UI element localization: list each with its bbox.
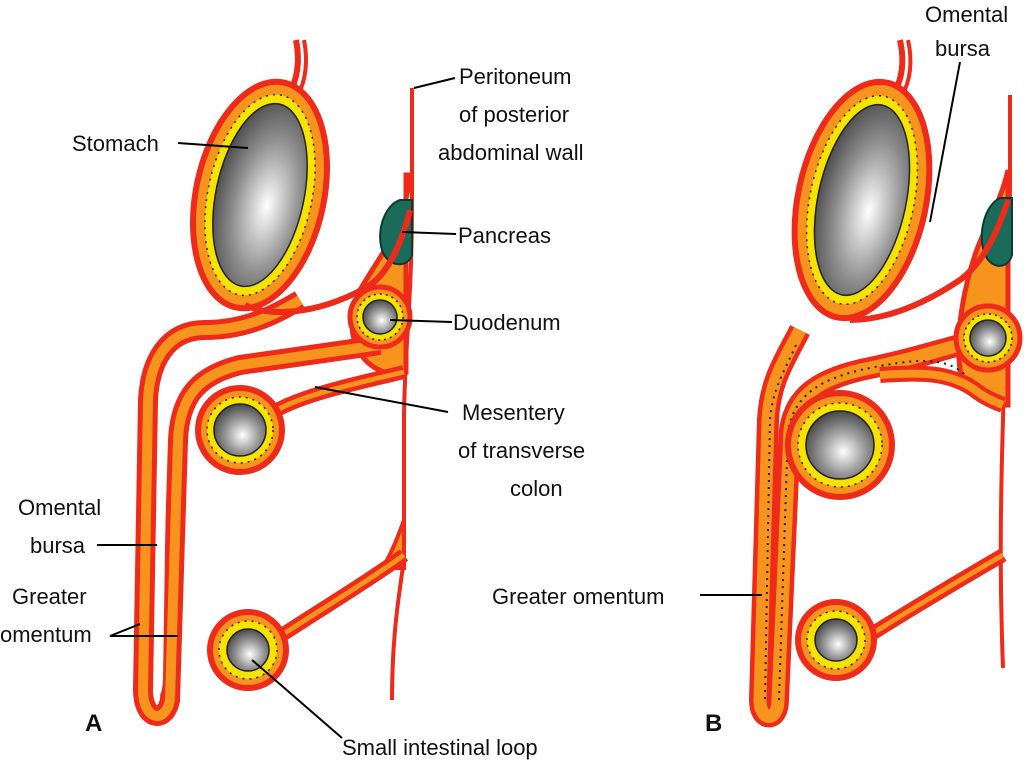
transverse-colon-b bbox=[785, 390, 895, 500]
greater-omentum-b-dots bbox=[764, 344, 966, 701]
posterior-wall-peritoneum bbox=[390, 88, 414, 701]
leader-mesentery bbox=[314, 386, 449, 413]
label-mesentery-3: colon bbox=[510, 476, 563, 501]
label-omental-b-1: Omental bbox=[925, 2, 1008, 27]
leader-pancreas bbox=[401, 231, 457, 235]
small-intestine-loop-b bbox=[795, 599, 877, 681]
label-pancreas: Pancreas bbox=[458, 223, 551, 248]
label-small-loop: Small intestinal loop bbox=[342, 735, 538, 760]
label-peritoneum-1: Peritoneum bbox=[459, 64, 572, 89]
duodenum-a bbox=[347, 284, 413, 350]
transverse-mesocolon-a-core bbox=[266, 369, 405, 418]
small-intestine-mesentery-a-core bbox=[280, 552, 406, 638]
leader-peritoneum bbox=[413, 77, 456, 89]
panel-a: Stomach Peritoneum of posterior abdomina… bbox=[0, 39, 585, 760]
pancreas-a bbox=[379, 199, 413, 266]
label-mesentery-1: Mesentery bbox=[462, 400, 565, 425]
leader-omental-bursa-b bbox=[929, 61, 961, 223]
dorsal-mesogastrium-b bbox=[849, 199, 1011, 323]
label-mesentery-2: of transverse bbox=[458, 438, 585, 463]
dorsal-mesogastrium-a bbox=[243, 209, 413, 316]
small-intestine-mesentery-b-core bbox=[868, 552, 1005, 638]
omental-bursa-cavity-a bbox=[155, 420, 167, 695]
label-stomach: Stomach bbox=[72, 131, 159, 156]
label-peritoneum-3: abdominal wall bbox=[438, 140, 584, 165]
leader-small-loop bbox=[251, 659, 343, 739]
transverse-colon-a bbox=[195, 385, 285, 475]
label-peritoneum-2: of posterior bbox=[459, 102, 569, 127]
leader-stomach bbox=[177, 142, 249, 149]
label-omental-b-2: bursa bbox=[935, 36, 991, 61]
small-intestine-loop-a bbox=[207, 609, 289, 691]
label-greater-a-1: Greater bbox=[12, 584, 87, 609]
label-greater-omentum-b: Greater omentum bbox=[492, 584, 664, 609]
panel-label-a: A bbox=[85, 710, 102, 737]
leader-greater-omentum-a bbox=[109, 623, 178, 637]
panel-label-b: B bbox=[705, 710, 722, 737]
label-omental-a-2: bursa bbox=[30, 533, 86, 558]
transverse-mesocolon-b-core bbox=[879, 369, 1005, 409]
panel-b: Omental bursa Greater omentum B bbox=[492, 2, 1023, 737]
label-omental-a-1: Omental bbox=[18, 495, 101, 520]
duodenum-b bbox=[953, 303, 1023, 373]
label-duodenum: Duodenum bbox=[453, 310, 561, 335]
leader-duodenum bbox=[389, 319, 453, 323]
label-greater-a-2: omentum bbox=[0, 622, 92, 647]
stomach-a bbox=[189, 78, 331, 312]
stomach-b bbox=[791, 78, 933, 322]
